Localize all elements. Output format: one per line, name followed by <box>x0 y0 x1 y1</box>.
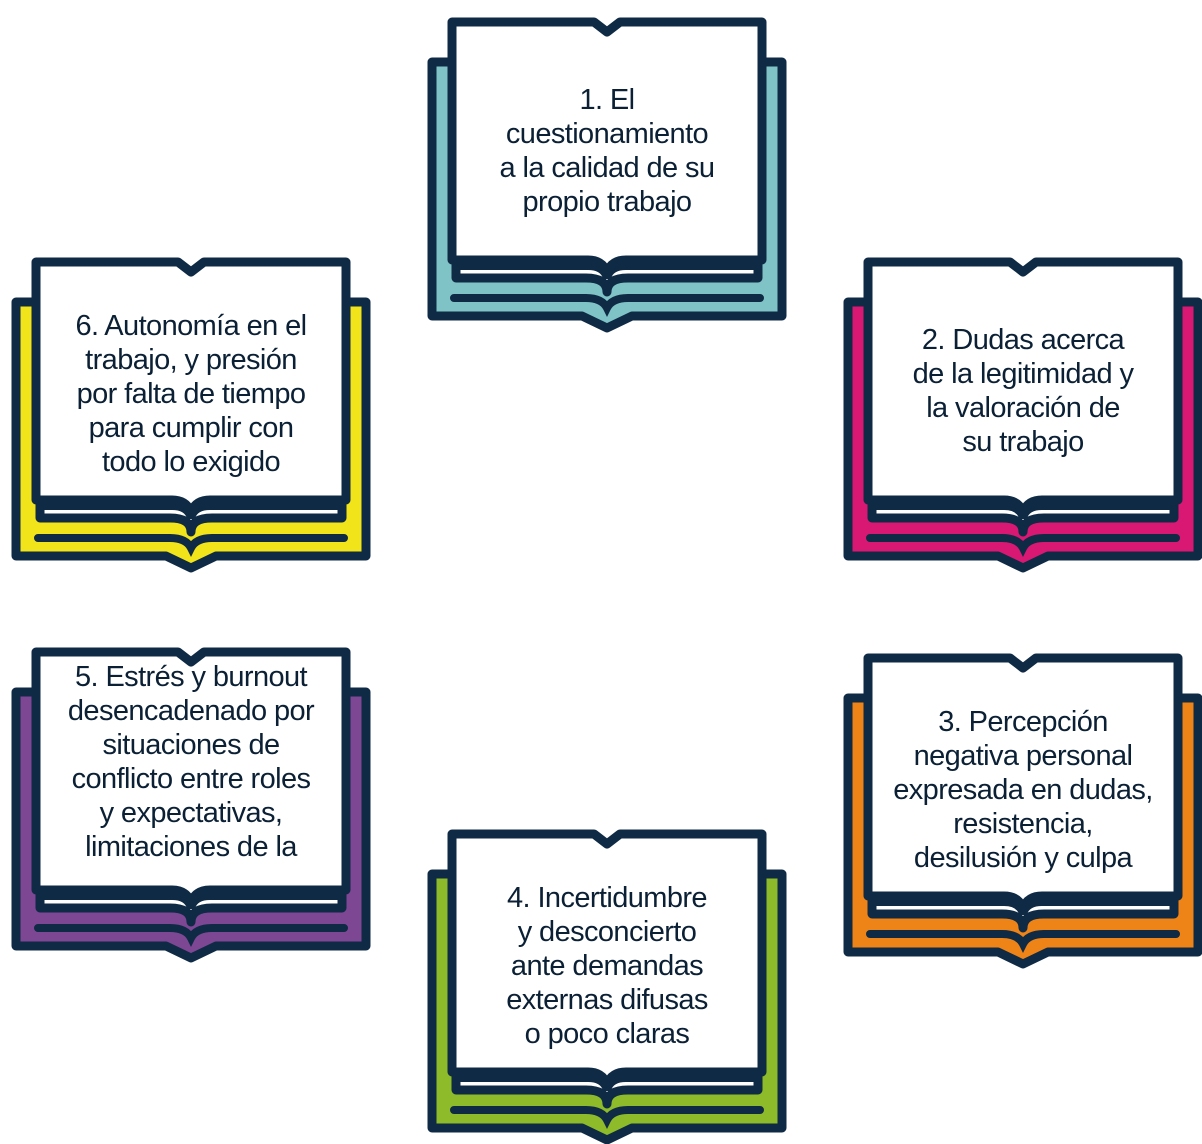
book-label: 4. Incertidumbre y desconcierto ante dem… <box>506 882 708 1050</box>
book-page-edge <box>866 534 1180 557</box>
book-label: 6. Autonomía en el trabajo, y presión po… <box>75 310 307 478</box>
book-label: 1. El cuestionamiento a la calidad de su… <box>499 84 716 218</box>
book-page <box>863 653 1183 913</box>
book-node-1: 1. El cuestionamiento a la calidad de su… <box>426 16 788 333</box>
book-label: 2. Dudas acerca de la legitimidad y la v… <box>912 324 1134 458</box>
open-book-icon <box>427 829 787 1144</box>
book-page <box>31 257 351 517</box>
book-page <box>447 17 767 277</box>
book-node-5: 5. Estrés y burnout desencadenado por si… <box>10 646 372 963</box>
book-page-edge <box>36 892 346 910</box>
book-label: 5. Estrés y burnout desencadenado por si… <box>67 661 315 863</box>
book-page <box>863 257 1183 517</box>
book-node-3: 3. Percepción negativa personal expresad… <box>842 652 1202 969</box>
book-node-4: 4. Incertidumbre y desconcierto ante dem… <box>426 828 788 1144</box>
book-page-edge <box>34 534 348 557</box>
book-label: 3. Percepción negativa personal expresad… <box>893 706 1153 874</box>
book-page <box>31 647 351 907</box>
book-page-edge <box>866 930 1180 953</box>
open-book-icon <box>11 647 371 963</box>
book-page-edge <box>36 502 346 520</box>
book-page-edge <box>868 502 1178 520</box>
open-book-icon <box>843 257 1202 573</box>
open-book-icon <box>11 257 371 573</box>
book-page-edge <box>34 924 348 947</box>
open-book-icon <box>427 17 787 333</box>
book-page-edge <box>452 262 762 280</box>
book-page-edge <box>868 898 1178 916</box>
open-book-icon <box>843 653 1202 969</box>
book-page-edge <box>450 294 764 317</box>
book-node-6: 6. Autonomía en el trabajo, y presión po… <box>10 256 372 573</box>
book-page-edge <box>452 1074 762 1092</box>
book-node-2: 2. Dudas acerca de la legitimidad y la v… <box>842 256 1202 573</box>
book-page <box>447 829 767 1089</box>
book-page-edge <box>450 1106 764 1129</box>
